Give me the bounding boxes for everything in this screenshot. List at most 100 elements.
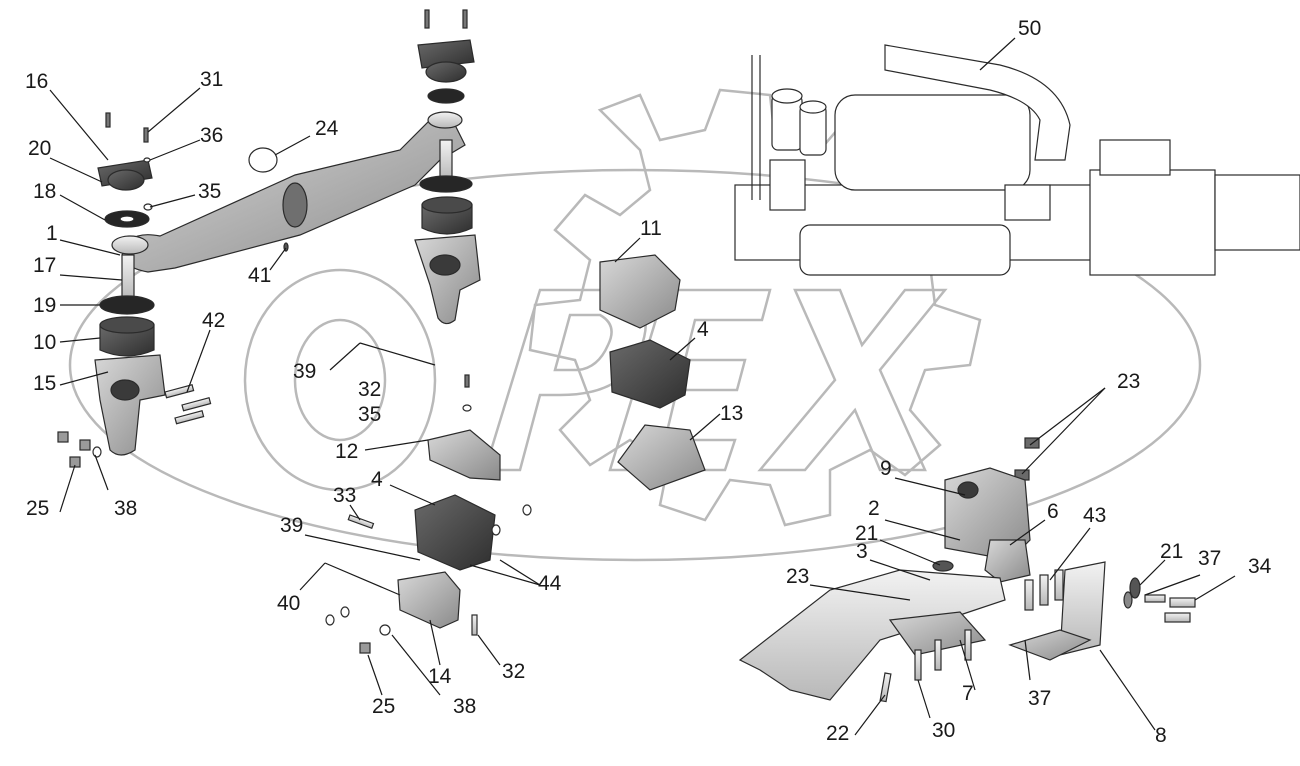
bolt-16 [105, 112, 111, 128]
watermark-o-letter [243, 268, 437, 492]
callout-22: 22 [826, 722, 849, 745]
engine-output-shaft [1214, 174, 1300, 251]
callout-7: 7 [962, 682, 974, 705]
callout-35b: 35 [358, 403, 381, 426]
callout-11: 11 [640, 217, 662, 240]
bolt-43b [1039, 574, 1049, 606]
callout-39b: 39 [280, 514, 303, 537]
cushion-block-4a [609, 339, 691, 409]
washer-36 [143, 157, 151, 163]
bolt-34c [1164, 612, 1191, 623]
callout-30: 30 [932, 719, 955, 742]
leader-lines [49, 37, 1236, 736]
center-upper-parts [599, 254, 706, 491]
left-mount-stack [94, 112, 166, 456]
rear-mount-assembly [738, 437, 1196, 703]
washer-37a [1123, 591, 1133, 609]
cross-member-hole [282, 182, 308, 228]
callout-10: 10 [33, 331, 56, 354]
callout-32b: 32 [502, 660, 525, 683]
callout-15: 15 [33, 372, 56, 395]
callout-4b: 4 [371, 468, 383, 491]
cap-plate-top [417, 39, 475, 69]
washer-top [427, 88, 465, 104]
washer-38 [92, 446, 102, 458]
washer-21a [932, 560, 954, 572]
callout-31: 31 [200, 68, 223, 91]
intake-pipe [884, 44, 1071, 161]
bolt-top-a [424, 9, 430, 29]
callout-labels: 50 16 31 24 20 36 18 35 1 17 41 11 19 42… [25, 17, 1272, 747]
cover-11 [599, 254, 681, 329]
callout-38b: 38 [453, 695, 476, 718]
cushion-10 [99, 324, 155, 357]
callout-23a: 23 [1117, 370, 1140, 393]
callout-35a: 35 [198, 180, 221, 203]
cushion-top [425, 61, 467, 83]
callout-9: 9 [880, 457, 892, 480]
callout-14: 14 [428, 665, 452, 688]
callout-25a: 25 [26, 497, 49, 520]
bolt-43c [1054, 569, 1064, 601]
callout-4a: 4 [697, 318, 709, 341]
bolt-42a [164, 384, 195, 399]
washer-35b [462, 404, 472, 412]
bolt-42c [174, 410, 205, 425]
callout-39a: 39 [293, 360, 316, 383]
callout-1: 1 [46, 222, 58, 245]
callout-17: 17 [33, 254, 56, 277]
bracket-13 [617, 424, 706, 491]
engine-block-assembly [734, 44, 1300, 276]
bolt-32b [471, 614, 478, 636]
bolt-43a [1024, 579, 1034, 611]
plate-37 [1008, 629, 1092, 661]
bracket-12 [427, 429, 501, 481]
callout-2: 2 [868, 497, 880, 520]
ring-24 [248, 147, 278, 173]
callout-23b: 23 [786, 565, 809, 588]
callout-12: 12 [335, 440, 358, 463]
washer-38d [325, 614, 335, 626]
callout-13: 13 [720, 402, 743, 425]
callout-21a: 21 [855, 522, 878, 545]
callout-25b: 25 [372, 695, 395, 718]
right-mount-stack [414, 9, 481, 325]
cushion-block-4b [414, 494, 496, 571]
callout-44: 44 [538, 572, 562, 595]
center-lower-parts [325, 374, 532, 654]
washer-19 [99, 295, 155, 315]
cushion-20 [107, 169, 145, 191]
watermark-e-letter [608, 288, 772, 472]
nut-25d [359, 642, 371, 654]
nut-25a [57, 431, 69, 443]
left-hardware [57, 384, 212, 468]
sensor-block [1099, 139, 1171, 176]
bolt-30c [964, 629, 972, 661]
callout-33: 33 [333, 484, 356, 507]
callout-43: 43 [1083, 504, 1106, 527]
bracket-14 [397, 571, 461, 629]
washer-right [419, 175, 473, 193]
pin-17 [121, 254, 135, 301]
callout-19: 19 [33, 294, 56, 317]
nut-25b [79, 439, 91, 451]
callout-8: 8 [1155, 724, 1167, 747]
housing-6 [984, 539, 1031, 583]
bolt-22 [879, 672, 892, 703]
bracket-15 [94, 354, 166, 456]
callout-40: 40 [277, 592, 300, 615]
plate-8 [1059, 561, 1106, 656]
bolt-33 [347, 514, 375, 530]
cross-member-boss-left [111, 235, 149, 255]
callout-34: 34 [1248, 555, 1272, 578]
callout-37a: 37 [1198, 547, 1221, 570]
bolt-32a [464, 374, 470, 388]
watermark-x-letter [757, 288, 948, 472]
watermark-ellipse-outer [68, 168, 1202, 562]
callout-21b: 21 [1160, 540, 1183, 563]
bracket-9-hole [957, 481, 979, 499]
engine-upper-housing [834, 94, 1031, 191]
bolt-34b [1169, 597, 1196, 608]
pin-right [439, 139, 453, 181]
engine-rear-block [1089, 169, 1216, 276]
